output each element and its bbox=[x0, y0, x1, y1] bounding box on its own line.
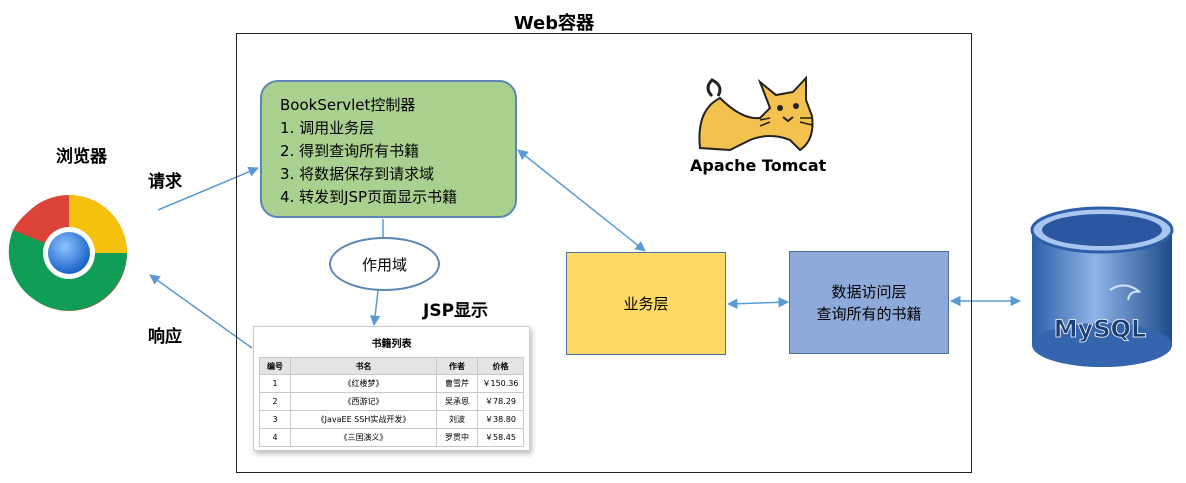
scope-ellipse: 作用域 bbox=[329, 237, 440, 291]
tomcat-cat-icon bbox=[698, 75, 814, 152]
cell-id: 3 bbox=[259, 410, 291, 429]
table-row: 1 《红楼梦》 曹雪芹 ￥150.36 bbox=[259, 374, 524, 393]
table-row: 4 《三国演义》 罗贯中 ￥58.45 bbox=[259, 428, 524, 447]
scope-label: 作用域 bbox=[361, 255, 407, 274]
servlet-title: BookServlet控制器 bbox=[280, 96, 416, 114]
cell-title: 《三国演义》 bbox=[290, 428, 437, 447]
column-header-author: 作者 bbox=[436, 357, 478, 375]
cell-title: 《红楼梦》 bbox=[290, 374, 437, 393]
servlet-step-1: 1. 调用业务层 bbox=[280, 119, 375, 137]
servlet-step-4: 4. 转发到JSP页面显示书籍 bbox=[280, 188, 458, 206]
business-layer-box: 业务层 bbox=[566, 252, 726, 355]
table-row: 2 《西游记》 吴承恩 ￥78.29 bbox=[259, 392, 524, 411]
cell-title: 《JavaEE SSH实战开发》 bbox=[290, 410, 437, 429]
dao-description: 查询所有的书籍 bbox=[816, 304, 922, 323]
request-label: 请求 bbox=[148, 172, 182, 192]
mysql-database-icon: MySQL bbox=[1030, 206, 1174, 367]
cell-price: ￥38.80 bbox=[477, 410, 524, 429]
table-row: 3 《JavaEE SSH实战开发》 刘波 ￥38.80 bbox=[259, 410, 524, 429]
column-header-price: 价格 bbox=[477, 357, 524, 375]
book-list-title: 书籍列表 bbox=[371, 339, 412, 350]
table-header-row: 编号 书名 作者 价格 bbox=[259, 357, 524, 375]
business-layer-label: 业务层 bbox=[623, 295, 669, 313]
cell-author: 吴承恩 bbox=[436, 392, 478, 411]
jsp-display-label: JSP显示 bbox=[423, 301, 489, 321]
cell-id: 2 bbox=[259, 392, 291, 411]
cell-id: 4 bbox=[259, 428, 291, 447]
cell-price: ￥150.36 bbox=[477, 374, 524, 393]
cell-author: 罗贯中 bbox=[436, 428, 478, 447]
web-container-frame bbox=[236, 33, 972, 473]
business-dao-arrow bbox=[726, 297, 790, 309]
tomcat-name: Apache Tomcat bbox=[690, 156, 827, 175]
cell-author: 曹雪芹 bbox=[436, 374, 478, 393]
servlet-business-arrow bbox=[517, 149, 646, 252]
book-table: 编号 书名 作者 价格 1 《红楼梦》 曹雪芹 ￥150.36 2 《西游记》 … bbox=[259, 357, 524, 447]
servlet-step-3: 3. 将数据保存到请求域 bbox=[280, 165, 435, 183]
cell-title: 《西游记》 bbox=[290, 392, 437, 411]
dao-label: 数据访问层 bbox=[831, 282, 907, 301]
cell-price: ￥78.29 bbox=[477, 392, 524, 411]
scope-jsp-arrow bbox=[369, 290, 381, 327]
browser-label: 浏览器 bbox=[56, 147, 107, 167]
web-container-title: Web容器 bbox=[513, 13, 595, 34]
cell-id: 1 bbox=[259, 374, 291, 393]
data-access-layer-box: 数据访问层 查询所有的书籍 bbox=[789, 251, 949, 354]
book-servlet-controller-box: BookServlet控制器 1. 调用业务层 2. 得到查询所有书籍 3. 将… bbox=[260, 80, 517, 218]
request-arrow bbox=[157, 166, 259, 211]
column-header-id: 编号 bbox=[259, 357, 291, 375]
column-header-title: 书名 bbox=[290, 357, 437, 375]
cell-price: ￥58.45 bbox=[477, 428, 524, 447]
response-arrow bbox=[149, 274, 253, 349]
servlet-step-2: 2. 得到查询所有书籍 bbox=[280, 142, 420, 160]
svg-text:MySQL: MySQL bbox=[1054, 315, 1147, 343]
response-label: 响应 bbox=[148, 327, 182, 347]
chrome-browser-icon bbox=[8, 195, 127, 311]
jsp-book-list-panel: 书籍列表 编号 书名 作者 价格 1 《红楼梦》 曹雪芹 ￥150.36 2 《… bbox=[253, 326, 530, 451]
cell-author: 刘波 bbox=[436, 410, 478, 429]
